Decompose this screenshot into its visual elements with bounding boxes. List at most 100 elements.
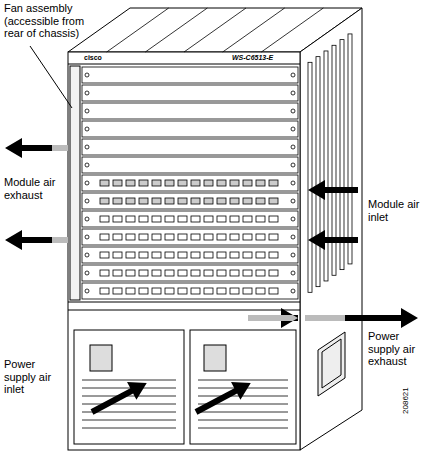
module-screw: [291, 163, 295, 167]
module-screw: [85, 145, 89, 149]
module-port: [126, 252, 135, 258]
module-screw: [85, 253, 89, 257]
module-port: [165, 270, 174, 276]
arrow-tail: [248, 315, 298, 321]
module-port: [256, 288, 265, 294]
module-screw: [85, 271, 89, 275]
module-screw: [85, 127, 89, 131]
module-screw: [85, 163, 89, 167]
module-port: [191, 216, 200, 222]
module-screw: [291, 181, 295, 185]
airflow-arrow: [5, 138, 418, 421]
module-port: [178, 252, 187, 258]
module-port: [230, 198, 239, 204]
top-panel-line: [184, 8, 246, 52]
module-port: [100, 216, 109, 222]
module-port: [178, 234, 187, 240]
module-port: [100, 288, 109, 294]
module-port: [204, 198, 213, 204]
module-screw: [85, 199, 89, 203]
module-port: [126, 216, 135, 222]
chassis-side: [300, 8, 362, 450]
module-port: [230, 234, 239, 240]
module-port: [178, 270, 187, 276]
module-port: [191, 180, 200, 186]
module-port: [204, 252, 213, 258]
module-port: [269, 288, 278, 294]
chassis-handle: [322, 339, 341, 388]
module-slot: [82, 67, 298, 83]
airflow-arrow: [248, 308, 298, 328]
module-port: [100, 198, 109, 204]
label-text: Module air inlet: [368, 198, 419, 223]
module-port: [217, 270, 226, 276]
module-port: [165, 198, 174, 204]
module-port: [243, 216, 252, 222]
module-port: [178, 180, 187, 186]
airflow-arrow: [308, 230, 358, 250]
module-port: [139, 270, 148, 276]
module-port: [126, 234, 135, 240]
module-screw: [85, 235, 89, 239]
psu-grille: [82, 380, 176, 381]
psu-grille: [198, 412, 288, 413]
module-port: [113, 234, 122, 240]
top-panel-line: [145, 8, 207, 52]
module-port: [126, 270, 135, 276]
module-port: [152, 216, 161, 222]
arrow-head: [281, 308, 298, 328]
module-port: [191, 288, 200, 294]
power-inlet-socket: [90, 345, 112, 371]
module-slot: [82, 211, 298, 227]
module-slot: [82, 283, 298, 299]
label-text: Power supply air inlet: [4, 358, 51, 395]
module-port: [113, 252, 122, 258]
side-vent: [340, 40, 344, 270]
top-panel-line: [107, 8, 169, 52]
arrow-head: [5, 138, 52, 158]
module-port: [113, 288, 122, 294]
module-screw: [291, 73, 295, 77]
module-port: [217, 216, 226, 222]
module-port: [178, 288, 187, 294]
module-slot: [82, 85, 298, 101]
arrow-head: [308, 230, 358, 250]
module-port: [256, 252, 265, 258]
airflow-arrow: [5, 230, 68, 250]
module-port: [165, 234, 174, 240]
module-port: [191, 234, 200, 240]
module-port: [100, 270, 109, 276]
module-screw: [85, 91, 89, 95]
module-screw: [291, 271, 295, 275]
arrow-tail: [52, 145, 68, 151]
module-port: [165, 180, 174, 186]
module-slot: [82, 229, 298, 245]
module-port: [191, 270, 200, 276]
arrow-head: [5, 230, 52, 250]
module-port: [269, 198, 278, 204]
module-screw: [291, 253, 295, 257]
module-slot: [82, 175, 298, 191]
module-screw: [85, 181, 89, 185]
module-port: [256, 216, 265, 222]
module-slot: [82, 139, 298, 155]
module-port: [204, 180, 213, 186]
module-port: [230, 252, 239, 258]
airflow-arrow: [308, 180, 358, 200]
leader-line: [30, 46, 72, 108]
arrow-head: [308, 180, 358, 200]
module-slot: [82, 121, 298, 137]
module-port: [230, 180, 239, 186]
module-port: [178, 216, 187, 222]
module-port: [217, 288, 226, 294]
module-port: [243, 270, 252, 276]
module-port: [113, 216, 122, 222]
psu-grille: [198, 396, 288, 397]
module-port: [256, 234, 265, 240]
module-slot: [82, 157, 298, 173]
module-slot: [82, 247, 298, 263]
label-box: 208621: [401, 379, 410, 423]
label-text: Module air exhaust: [4, 176, 55, 201]
